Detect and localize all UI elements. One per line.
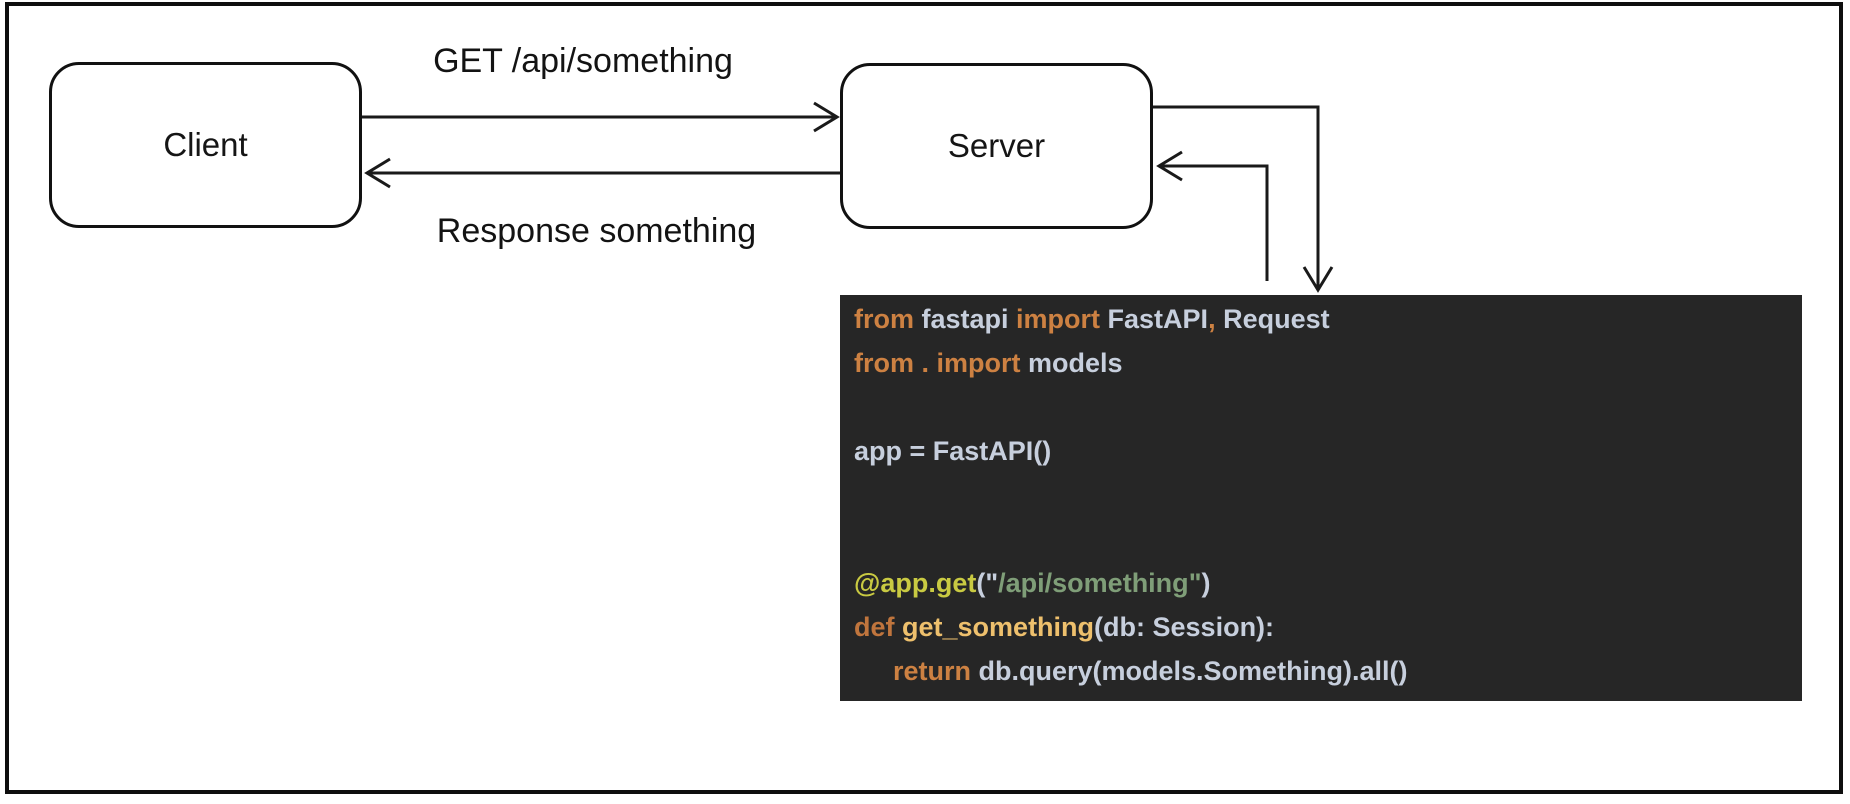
code-line (854, 473, 1794, 517)
code-token (895, 612, 903, 642)
server-to-code-arrow-line (1153, 105, 1320, 289)
client-node-label: Client (163, 126, 248, 163)
client-node: Client (49, 62, 362, 228)
request-arrow-label: GET /api/something (433, 42, 733, 80)
code-token: get_something (902, 612, 1095, 642)
code-token: " (985, 568, 999, 598)
client-to-server-arrowhead-icon (813, 101, 840, 133)
code-line: @app.get("/api/something") (854, 561, 1794, 605)
server-to-client-arrowhead-icon (364, 157, 391, 189)
code-token: def (854, 612, 895, 642)
server-node: Server (840, 63, 1153, 229)
code-token (914, 348, 922, 378)
code-token: fastapi (914, 304, 1017, 334)
code-line: from . import models (854, 341, 1794, 385)
code-line: return db.query(models.Something).all() (854, 649, 1794, 693)
code-to-server-arrowhead-icon (1156, 150, 1183, 182)
code-line (854, 517, 1794, 561)
code-to-server-arrow-line (1160, 164, 1269, 281)
code-token: Request (1215, 304, 1330, 334)
code-token: /api/something (998, 568, 1189, 598)
code-token: @app.get (854, 568, 977, 598)
code-token: from (854, 348, 914, 378)
code-token: return (893, 656, 972, 686)
code-token: models (1020, 348, 1123, 378)
server-node-label: Server (947, 127, 1046, 164)
code-token: from (854, 304, 914, 334)
code-line: from fastapi import FastAPI, Request (854, 297, 1794, 341)
code-token: import (936, 348, 1021, 378)
server-to-code-arrowhead-icon (1302, 266, 1334, 293)
code-line: app = FastAPI() (854, 429, 1794, 473)
code-token: , (1208, 304, 1216, 334)
code-token: ( (976, 568, 986, 598)
code-token: " (1188, 568, 1202, 598)
code-token: FastAPI (1100, 304, 1209, 334)
code-token: app = FastAPI() (854, 436, 1052, 466)
code-token: import (1016, 304, 1101, 334)
code-line: def get_something(db: Session): (854, 605, 1794, 649)
code-token: ) (1201, 568, 1211, 598)
response-arrow-label: Response something (436, 212, 757, 250)
code-token (929, 348, 937, 378)
diagram-outer-border (5, 2, 1843, 794)
code-token: (db: Session): (1094, 612, 1275, 642)
code-token: . (921, 348, 930, 378)
code-token: db.query(models.Something).all() (971, 656, 1408, 686)
code-line (854, 385, 1794, 429)
